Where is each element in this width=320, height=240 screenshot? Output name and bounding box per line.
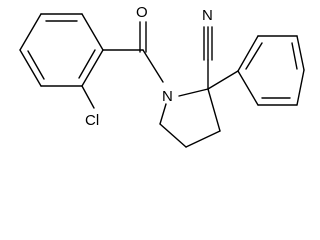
bond-ar5-ar6: [19, 49, 42, 87]
nitrile-nitrogen-label: N: [202, 7, 213, 24]
bond-ar-cl: [81, 85, 95, 109]
chlorine-label: Cl: [85, 112, 99, 129]
bond-c5-n: [159, 103, 167, 125]
double-bond-ph-inner-2: [291, 42, 298, 70]
bond-c2-c3: [207, 88, 221, 132]
structure-diagram: Cl O N N: [19, 4, 305, 148]
bond-ph1-ph2: [237, 35, 259, 72]
bond-n-c2: [178, 88, 209, 97]
bond-c4-c5: [159, 123, 187, 148]
oxygen-label: O: [136, 4, 148, 21]
bond-c2-ph: [207, 70, 239, 90]
bond-ar2-ar3: [81, 13, 104, 51]
bond-carbonyl-n: [142, 49, 164, 83]
bond-ph4-ph5: [296, 69, 305, 106]
bond-ph3-ph4: [296, 35, 305, 71]
double-bond-inner-right: [78, 49, 96, 79]
bond-ar3-ar4: [81, 49, 104, 87]
ring-nitrogen-label: N: [162, 88, 173, 105]
phenyl-ring: [237, 35, 305, 106]
chlorophenyl-ring: [19, 13, 104, 87]
bond-c3-c4: [185, 130, 221, 148]
bond-ph6-ph1: [237, 70, 259, 106]
double-bond-ph-inner-1: [245, 42, 263, 70]
bond-ar6-ar1: [19, 13, 42, 51]
double-bond-inner-left: [27, 50, 45, 80]
